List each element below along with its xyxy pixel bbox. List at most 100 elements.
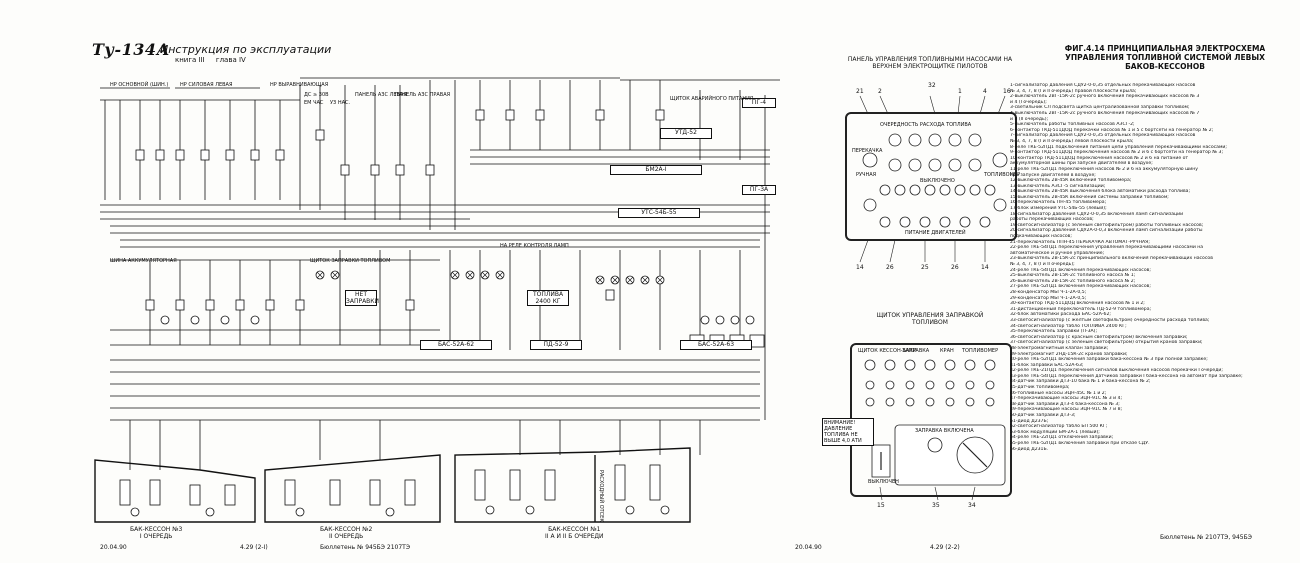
legend-item: 2-выключатель 2ВГ-15К-2с ручного включен… — [1010, 94, 1200, 100]
callout-16: 16 — [1003, 88, 1011, 95]
callout-21: 21 — [856, 88, 864, 95]
tank1-label: БАК-КЕССОН №1 II А И II Б ОЧЕРЕДИ — [545, 526, 604, 540]
legend-item: 56-диод Д231Б. — [1010, 446, 1049, 452]
legend-item: 15-выключатель 2В-45К включения системы … — [1010, 194, 1169, 200]
legend-item: 36-светосигнализатор (с красным светофил… — [1010, 334, 1188, 340]
legend-item: № 3, 4, 7, 8 (I и II очередь); — [1010, 262, 1075, 267]
panel1-title: ПАНЕЛЬ УПРАВЛЕНИЯ ТОПЛИВНЫМИ НАСОСАМИ НА… — [847, 56, 1013, 70]
legend-item: 54-реле ТКЕ-22ПД1 отключения заправки; — [1010, 435, 1114, 441]
legend-item: работы перекачивающих насосов; — [1010, 217, 1094, 223]
legend-item: 13-выключатель АЗСГ-5 сигнализации; — [1010, 183, 1106, 189]
bus-label-azs-right: ПАНЕЛЬ АЗС ПРАВАЯ — [395, 92, 451, 98]
legend-item: 19-светосигнализатор (с зеленым светофил… — [1010, 222, 1204, 228]
legend-item: аккумуляторной шины при запуске двигател… — [1010, 161, 1153, 167]
legend-item: 50-датчик заправки ДТЗ-3; — [1010, 413, 1076, 419]
callout-26b: 26 — [951, 264, 959, 271]
block-pd52: ПД-52-9 — [530, 340, 582, 350]
legend-item: 17-блок измерения УТС-54Б-55 (левый); — [1010, 206, 1107, 212]
component-legend: 1-сигнализатор давления СДУ2-0-0,35 отде… — [1010, 83, 1290, 452]
block-bas63: БАС-52А-63 — [680, 340, 752, 350]
legend-item: и 4 (I очередь); — [1010, 99, 1047, 105]
panel2-label-valve: КРАН — [940, 348, 954, 354]
panel2-title: ЩИТОК УПРАВЛЕНИЯ ЗАПРАВКОЙ ТОПЛИВОМ — [876, 312, 984, 326]
callout-25: 25 — [921, 264, 929, 271]
legend-item: при запуске двигателей в воздухе; — [1010, 172, 1096, 178]
legend-item: 32-блок автоматики расхода БАС-52А-62; — [1010, 312, 1111, 318]
legend-item: 38-электромагнитный клапан заправки; — [1010, 345, 1109, 351]
legend-item: 9-контактор ТКД-511ДОД переключения насо… — [1010, 150, 1223, 156]
callout-15: 15 — [877, 502, 885, 509]
legend-item: 22-реле ТКЕ-54ПД1 переключения управлени… — [1010, 245, 1204, 251]
panel2-label-off: ВЫКЛЮЧЕН — [868, 479, 899, 485]
legend-item: 6-контактор ТКД-511ДОД перекачки насосов… — [1010, 127, 1214, 133]
refuel-control-panel — [850, 343, 1012, 497]
legend-item: № 3, 4, 7, 8 (I и II очередь) левой плос… — [1010, 138, 1134, 144]
legend-item: 29-конденсатор МБГЧ-1-2А-0,5; — [1010, 295, 1087, 301]
legend-item: 48-датчик заправки ДТЗ-4 бака-кессона № … — [1010, 401, 1120, 407]
fuel-2400-indicator: ТОПЛИВА 2400 КГ — [527, 290, 569, 306]
legend-item: 25-выключатель 2В-15К-2с топливного насо… — [1010, 273, 1136, 279]
legend-item: 45-датчик топливомера; — [1010, 385, 1070, 391]
bus-label-equalizing: НР ВЫРАВНИВАЮЩАЯ — [270, 82, 329, 88]
tank2-label: БАК-КЕССОН №2 II ОЧЕРЕДЬ — [320, 526, 373, 540]
legend-item: 33-светосигнализатор (с желтым светофиль… — [1010, 317, 1210, 323]
legend-item: 43-реле ТКЕ-54ПД1 переключения датчиков … — [1010, 373, 1243, 379]
legend-item: 51-диод Д237Б; — [1010, 418, 1049, 424]
block-pg3a: ПГ-3А — [742, 185, 776, 195]
bus-label-emergency: ЩИТОК АВАРИЙНОГО ПИТАНИЯ — [670, 96, 754, 102]
legend-item: 12-выключатель 2В-45К включения топливом… — [1010, 178, 1132, 184]
chapter-label: глава IV — [215, 56, 246, 64]
legend-item: 40-реле ТКЕ-52ПД1 включения заправки бак… — [1010, 357, 1208, 363]
callout-34: 34 — [968, 502, 976, 509]
callout-14b: 14 — [981, 264, 989, 271]
callout-1: 1 — [958, 88, 962, 95]
legend-item: и 8 (II очередь); — [1010, 116, 1049, 122]
tank3-label: БАК-КЕССОН №3 I ОЧЕРЕДЬ — [130, 526, 183, 540]
block-utd52: УТД-52 — [660, 128, 712, 139]
bus-label-battery: ШИНА АККУМУЛЯТОРНАЯ — [110, 258, 177, 264]
legend-item: 49-перекачивающие насосы ЭЦН-91С № 7 и 8… — [1010, 407, 1123, 413]
legend-item: 30-контактор ТКД-511ДОД включения насосо… — [1010, 301, 1145, 307]
panel2-label-gauge: ТОПЛИВОМЕР — [962, 348, 999, 354]
legend-item: 47-перекачивающие насосы ЭЦН-91С № 3 и 4… — [1010, 396, 1123, 402]
legend-item: № 3, 4, 7, 8 (I и II очередь) правой пло… — [1010, 88, 1137, 94]
pressure-warning-placard: ВНИМАНИЕ! ДАВЛЕНИЕ ТОПЛИВА НЕ ВЫШЕ 4,0 А… — [822, 418, 874, 446]
legend-item: 37-светосигнализатор (с зеленым светофил… — [1010, 340, 1203, 346]
no-refuel-indicator: НЕТ ЗАПРАВКИ — [345, 290, 380, 306]
right-date: 20.04.90 — [795, 544, 822, 551]
callout-32: 32 — [928, 82, 936, 89]
left-bulletin: Бюллетень № 945БЭ 2107ТЭ — [320, 544, 411, 551]
callout-26a: 26 — [886, 264, 894, 271]
legend-item: 20-сигнализатор давления СДУ2А-0-0,3 вкл… — [1010, 228, 1203, 234]
callout-14a: 14 — [856, 264, 864, 271]
bus-label-ds: ДС ≥ 30В — [304, 92, 329, 98]
block-bas62: БАС-52А-62 — [420, 340, 492, 350]
book-label: книга III — [175, 56, 205, 64]
panel2-label-refuel-on: ЗАПРАВКА ВКЛЮЧЕНА — [915, 428, 974, 434]
page-title: Инструкция по эксплуатации — [160, 43, 332, 56]
right-page-number: 4.29 (2-2) — [930, 544, 960, 551]
bus-label-em: ЕМ ЧАС — [304, 100, 324, 106]
callout-35: 35 — [932, 502, 940, 509]
block-pg4: ПГ-4 — [742, 98, 776, 108]
legend-item: 27-реле ТКЕ-52ПД1 включения перекачивающ… — [1010, 284, 1151, 290]
legend-item: 53-блок модуляции БМ-2А-1 (левый); — [1010, 429, 1100, 435]
legend-item: 10-контактор ТКД-511ДОД переключения нас… — [1010, 155, 1189, 161]
bus-label-power: НР СИЛОВАЯ ЛЕВАЯ — [180, 82, 233, 88]
legend-item: 34-светосигнализатор табло ТОПЛИВА 2400 … — [1010, 323, 1127, 329]
bus-label-refuel-panel: ЩИТОК ЗАПРАВКИ ТОПЛИВОМ — [310, 258, 391, 264]
panel1-label-manual: РУЧНАЯ — [856, 172, 877, 178]
legend-item: 55-реле ТКЕ-52ПД1 включения заправки при… — [1010, 441, 1150, 446]
legend-item: автоматическое и ручное управление; — [1010, 250, 1105, 256]
figure-title: ФИГ.4.14 ПРИНЦИПИАЛЬНАЯ ЭЛЕКТРОСХЕМА УПР… — [1064, 44, 1266, 71]
block-uts54: УТС-54Б-55 — [618, 208, 700, 218]
legend-item: 4-выключатель 2ВГ-15К-2с ручного включен… — [1010, 110, 1200, 116]
panel2-label-caissons: ЩИТОК КЕССОН-БАКИ — [858, 348, 917, 354]
expense-compartment: РАСХОДНЫЙ ОТСЕК — [598, 470, 604, 522]
legend-item: подкачивающих насосов; — [1010, 234, 1072, 240]
left-page-number: 4.29 (2-I) — [240, 544, 268, 551]
legend-item: 21-переключатель ППН-45 ПЕРЕКАЧКА АВТОМА… — [1010, 239, 1150, 245]
panel1-label-engines: ПИТАНИЕ ДВИГАТЕЛЕЙ — [905, 230, 966, 236]
legend-item: 42-реле ТКЕ-21ПД1 переключения сигналов … — [1010, 368, 1223, 374]
